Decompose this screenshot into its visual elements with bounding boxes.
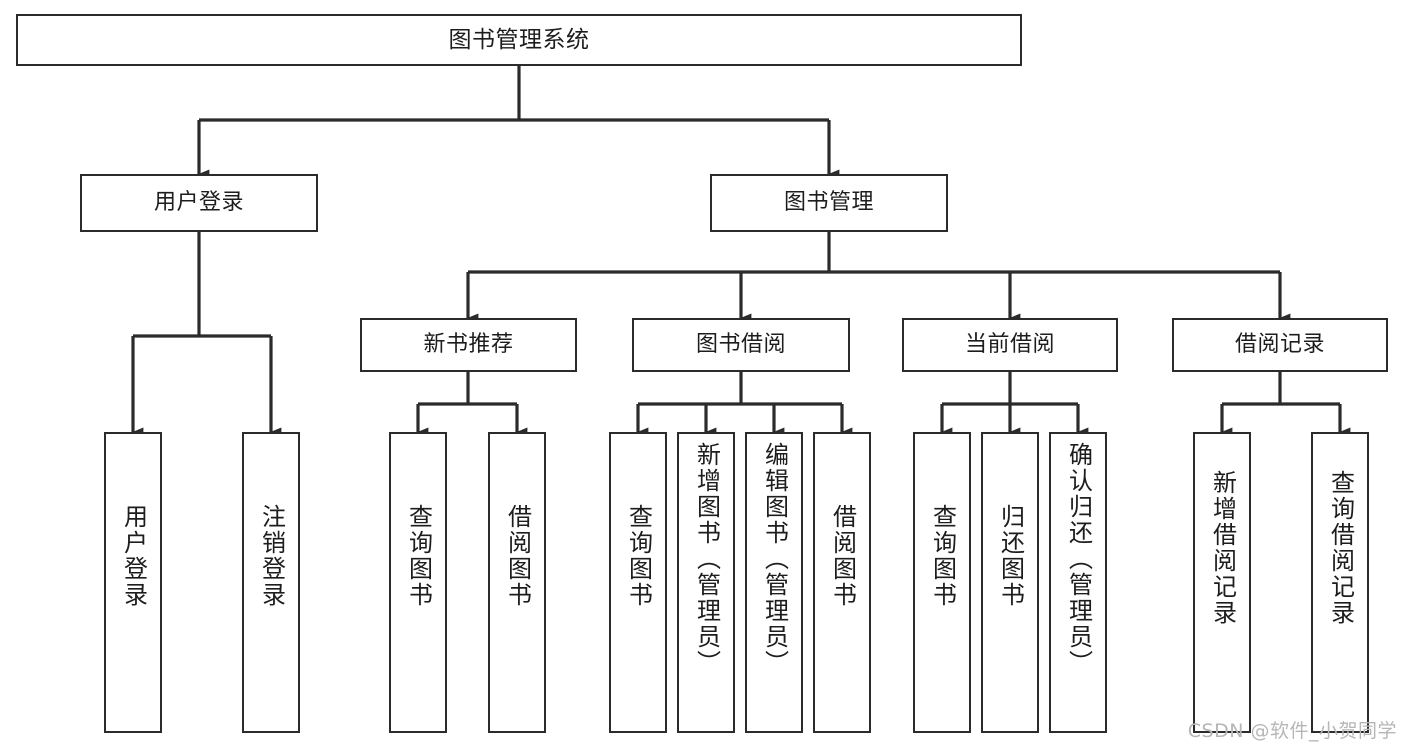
leaf-label-borrow-borrow-book: 借阅图书 <box>828 504 857 608</box>
node-book-borrow[interactable]: 图书借阅 <box>632 318 850 372</box>
node-label-current-borrow: 当前借阅 <box>964 332 1055 358</box>
leaf-label-records-add-record: 新增借阅记录 <box>1208 470 1237 626</box>
leaf-records-query-record[interactable]: 查询借阅记录 <box>1311 432 1369 733</box>
leaf-borrow-add-book[interactable]: 新增图书（管理员） <box>677 432 735 733</box>
leaf-current-confirm-return[interactable]: 确认归还（管理员） <box>1049 432 1107 733</box>
leaf-label-borrow-add-book: 新增图书（管理员） <box>692 442 721 676</box>
leaf-label-records-query-record: 查询借阅记录 <box>1326 470 1355 626</box>
leaf-newbook-query-book[interactable]: 查询图书 <box>389 432 447 733</box>
leaf-label-user-login-signout: 注销登录 <box>257 504 286 608</box>
node-borrow-records[interactable]: 借阅记录 <box>1172 318 1388 372</box>
node-current-borrow[interactable]: 当前借阅 <box>902 318 1118 372</box>
node-book-management-system[interactable]: 图书管理系统 <box>16 14 1022 66</box>
node-label-book-borrow: 图书借阅 <box>695 332 786 358</box>
node-label-new-book-recommend: 新书推荐 <box>423 332 514 358</box>
leaf-records-add-record[interactable]: 新增借阅记录 <box>1193 432 1251 733</box>
leaf-label-current-query-book: 查询图书 <box>928 504 957 608</box>
leaf-label-current-confirm-return: 确认归还（管理员） <box>1064 442 1093 676</box>
node-label-book-management: 图书管理 <box>783 190 874 216</box>
leaf-borrow-query-book[interactable]: 查询图书 <box>609 432 667 733</box>
leaf-user-login-signin[interactable]: 用户登录 <box>104 432 162 733</box>
node-label-user-login: 用户登录 <box>153 190 244 216</box>
node-label-root: 图书管理系统 <box>448 26 590 53</box>
leaf-label-borrow-edit-book: 编辑图书（管理员） <box>760 442 789 676</box>
leaf-label-newbook-borrow-book: 借阅图书 <box>503 504 532 608</box>
node-new-book-recommend[interactable]: 新书推荐 <box>360 318 577 372</box>
leaf-current-return-book[interactable]: 归还图书 <box>981 432 1039 733</box>
leaf-current-query-book[interactable]: 查询图书 <box>913 432 971 733</box>
leaf-borrow-borrow-book[interactable]: 借阅图书 <box>813 432 871 733</box>
leaf-label-current-return-book: 归还图书 <box>996 504 1025 608</box>
leaf-label-newbook-query-book: 查询图书 <box>404 504 433 608</box>
node-user-login[interactable]: 用户登录 <box>80 174 318 232</box>
leaf-user-login-signout[interactable]: 注销登录 <box>242 432 300 733</box>
leaf-newbook-borrow-book[interactable]: 借阅图书 <box>488 432 546 733</box>
node-book-management[interactable]: 图书管理 <box>710 174 948 232</box>
node-label-borrow-records: 借阅记录 <box>1234 332 1325 358</box>
leaf-label-borrow-query-book: 查询图书 <box>624 504 653 608</box>
leaf-label-user-login-signin: 用户登录 <box>119 504 148 608</box>
leaf-borrow-edit-book[interactable]: 编辑图书（管理员） <box>745 432 803 733</box>
